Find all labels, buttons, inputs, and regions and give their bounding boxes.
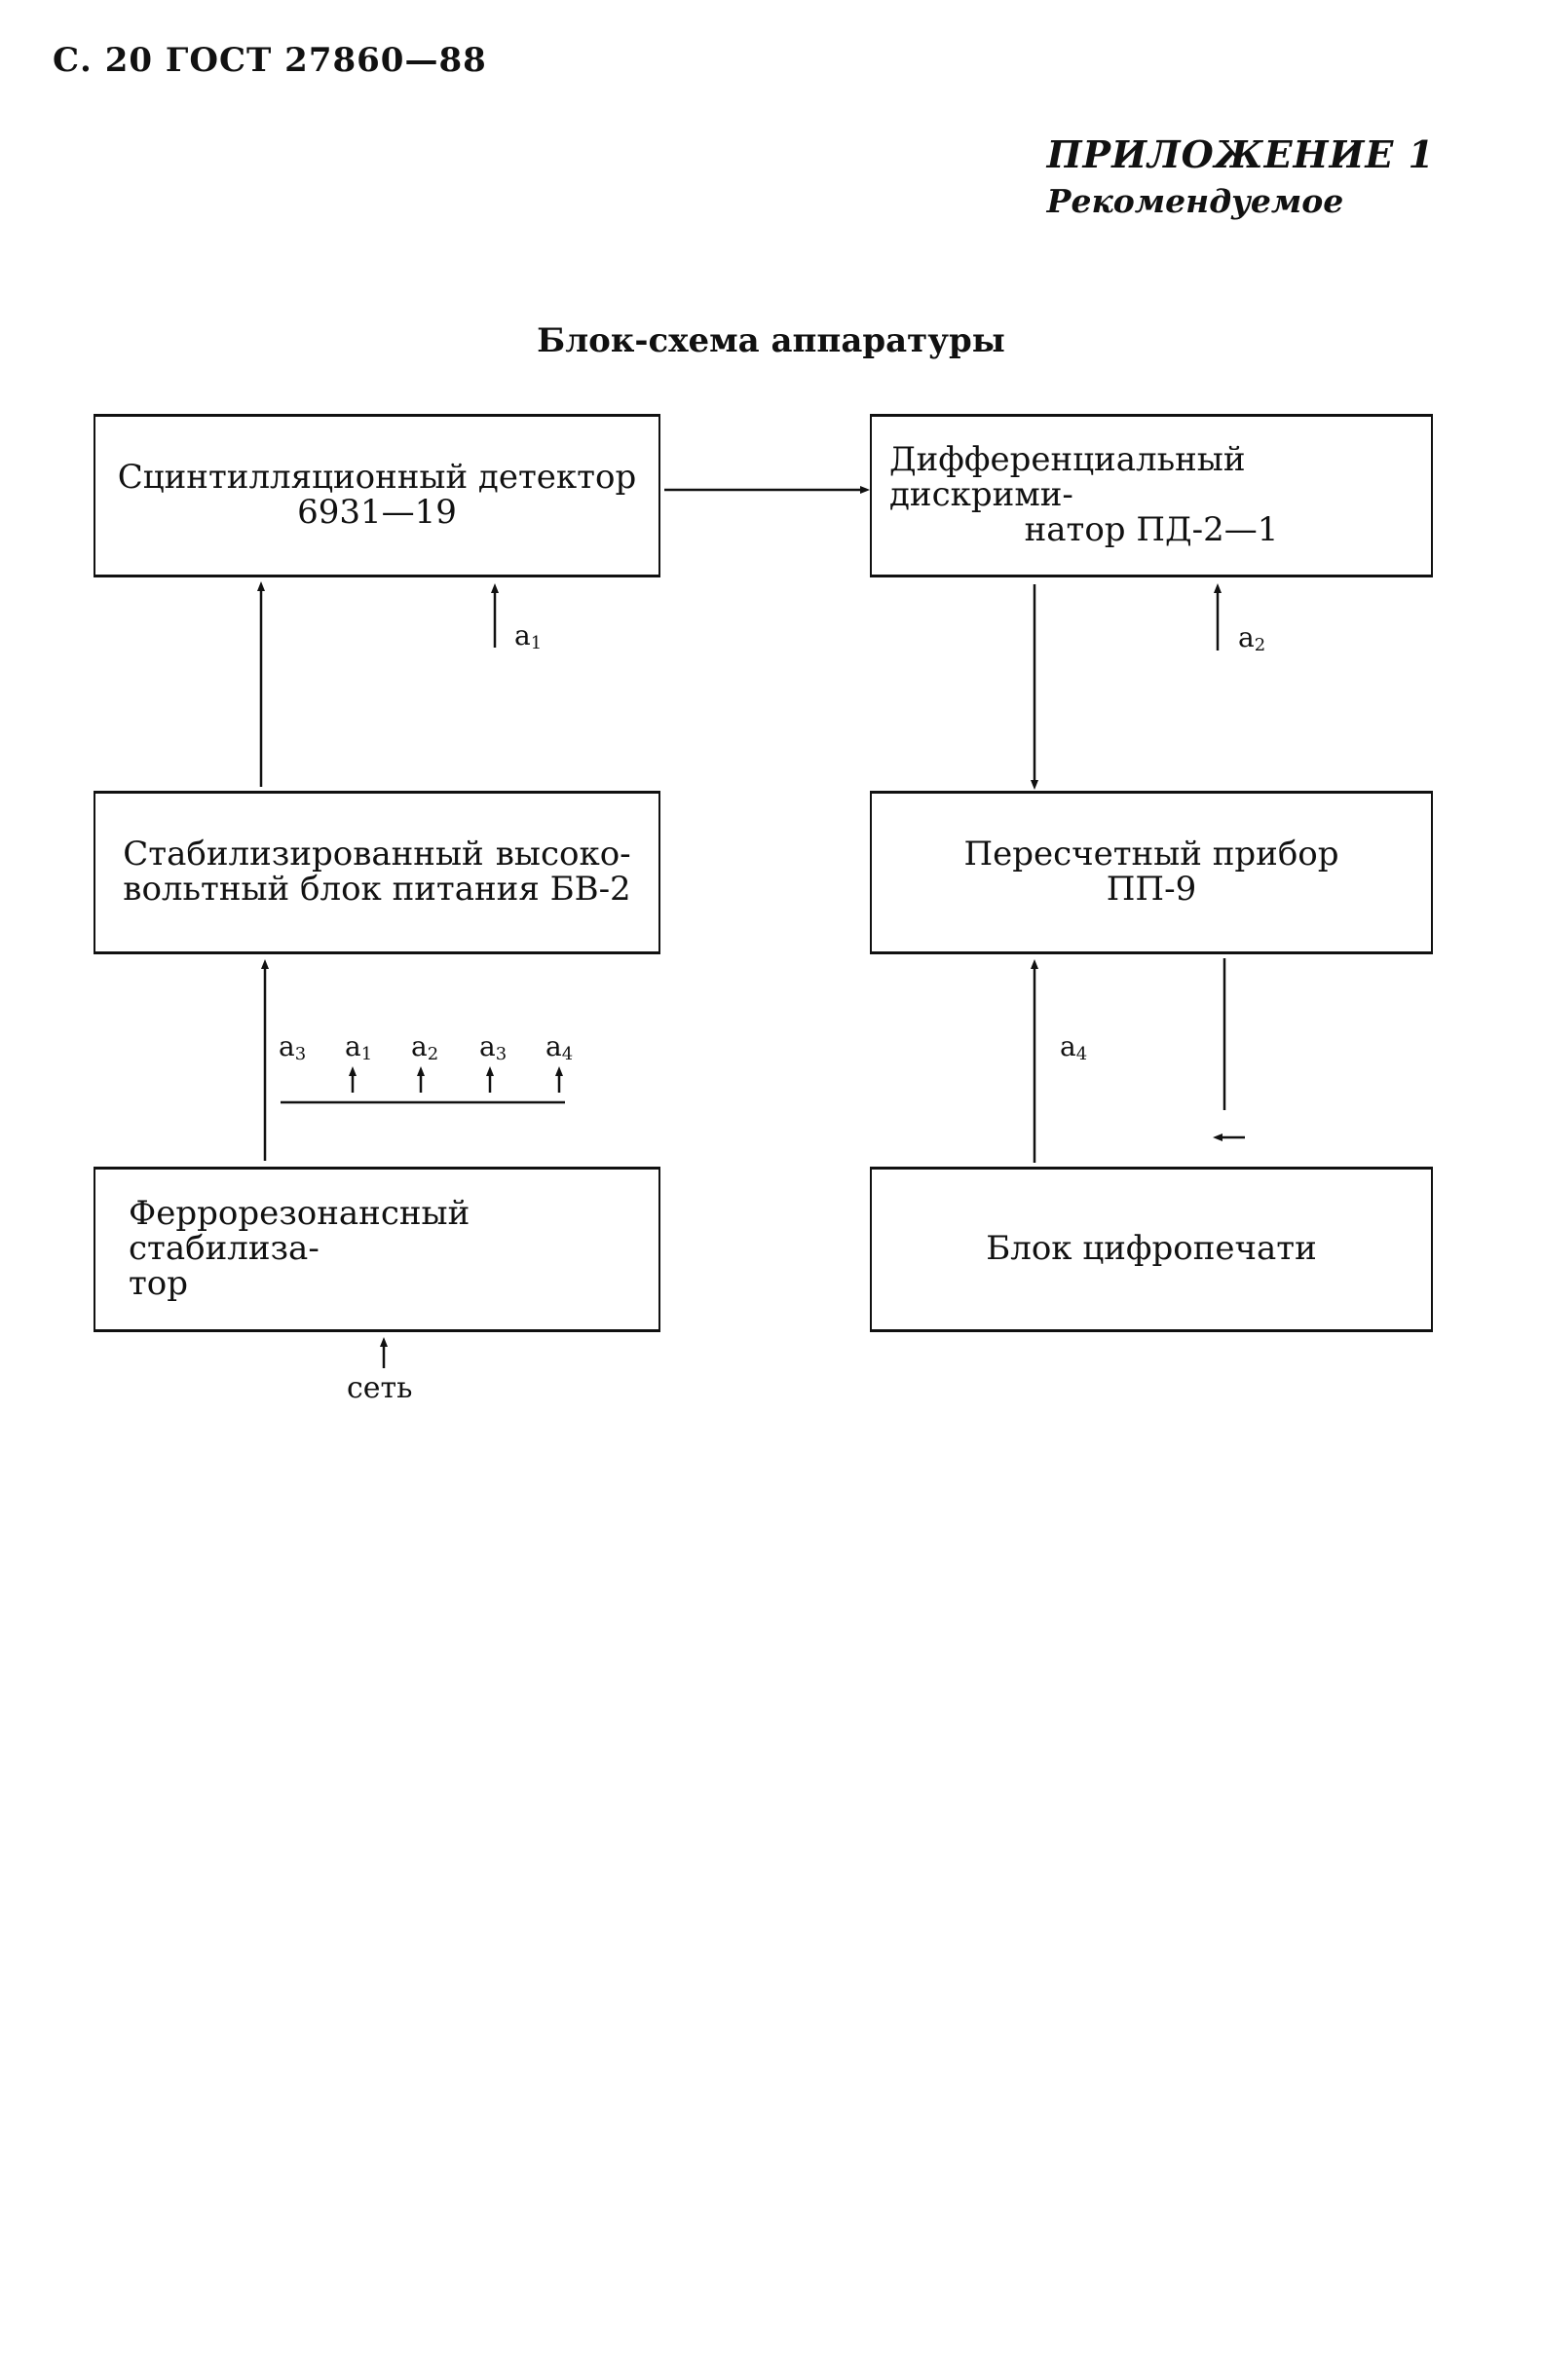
- block-scintillation-detector: Сцинтилляционный детектор 6931—19: [94, 414, 660, 577]
- appendix-title: ПРИЛОЖЕНИЕ 1: [1046, 132, 1435, 176]
- label-sub: 1: [360, 1044, 373, 1064]
- label-base: a: [345, 1030, 361, 1062]
- label-base: a: [514, 619, 531, 651]
- label-a1-detector: a1: [514, 619, 542, 653]
- label-a2-bus: a2: [411, 1030, 438, 1064]
- diagram-title: Блок-схема аппаратуры: [537, 321, 1005, 360]
- label-base: a: [411, 1030, 428, 1062]
- label-sub: 4: [1075, 1044, 1088, 1064]
- block-ferroresonant-stabilizer: Феррорезонансный стабилиза- тор: [94, 1167, 660, 1332]
- appendix-heading: ПРИЛОЖЕНИЕ 1 Рекомендуемое: [1047, 132, 1435, 220]
- label-base: a: [545, 1030, 562, 1062]
- block-line: 6931—19: [297, 493, 457, 532]
- page-header: С. 20 ГОСТ 27860—88: [53, 41, 487, 80]
- label-base: a: [479, 1030, 496, 1062]
- label-base: a: [279, 1030, 295, 1062]
- label-a3-bus: a3: [279, 1030, 306, 1064]
- block-line: Блок цифропечати: [986, 1229, 1317, 1269]
- block-digital-printer: Блок цифропечати: [870, 1167, 1433, 1332]
- label-sub: 4: [561, 1044, 574, 1064]
- block-line: Феррорезонансный стабилиза-: [129, 1194, 470, 1269]
- label-base: a: [1238, 621, 1255, 653]
- label-base: a: [1060, 1030, 1076, 1062]
- block-hv-power-supply: Стабилизированный высоко- вольтный блок …: [94, 791, 660, 954]
- block-differential-discriminator: Дифференциальный дискрими- натор ПД-2—1: [870, 414, 1433, 577]
- label-a1-bus: a1: [345, 1030, 372, 1064]
- label-mains: сеть: [347, 1371, 413, 1405]
- label-sub: 3: [294, 1044, 307, 1064]
- block-line: тор: [129, 1263, 189, 1303]
- label-sub: 3: [495, 1044, 508, 1064]
- label-a2-discriminator: a2: [1238, 621, 1265, 655]
- appendix-subtitle: Рекомендуемое: [1046, 182, 1344, 220]
- label-sub: 2: [427, 1044, 439, 1064]
- block-line: Сцинтилляционный детектор: [117, 458, 637, 498]
- label-a4-counter: a4: [1060, 1030, 1087, 1064]
- label-sub: 1: [530, 633, 543, 653]
- block-line: Стабилизированный высоко-: [123, 835, 631, 874]
- label-sub: 2: [1254, 635, 1266, 655]
- block-line: натор ПД-2—1: [1024, 509, 1279, 549]
- label-a3b-bus: a3: [479, 1030, 507, 1064]
- block-line: вольтный блок питания БВ-2: [123, 870, 631, 909]
- block-line: ПП-9: [1106, 870, 1197, 909]
- block-line: Дифференциальный дискрими-: [889, 440, 1246, 515]
- label-a4-bus: a4: [545, 1030, 573, 1064]
- block-line: Пересчетный прибор: [963, 835, 1339, 874]
- block-counter: Пересчетный прибор ПП-9: [870, 791, 1433, 954]
